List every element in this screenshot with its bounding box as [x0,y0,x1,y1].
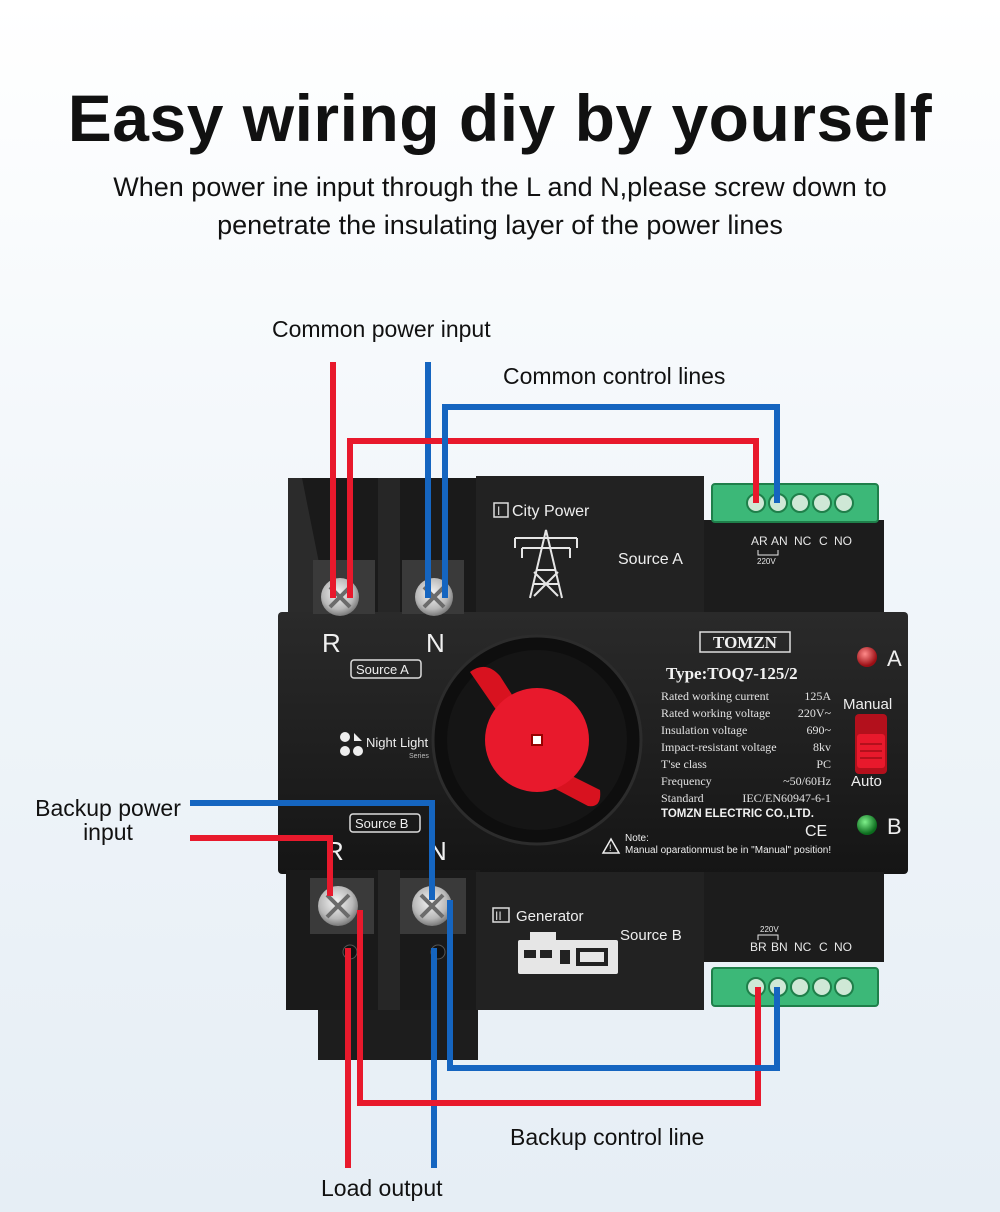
load-output-label: Load output [321,1175,443,1201]
wire-backup-control-blue [447,900,780,1071]
source-b-label: Source B [620,927,682,944]
spec-value: PC [816,757,831,771]
spec-value: ~50/60Hz [783,774,831,788]
top-terminal-label: AN [771,534,788,548]
generator-icon [518,932,618,974]
mode-toggle-switch[interactable] [855,714,887,774]
spec-table: Rated working current 125A Rated working… [661,689,832,805]
spec-label: T'se class [661,757,707,771]
manual-label: Manual [843,696,892,713]
source-a-label: Source A [618,551,683,568]
top-terminal-voltage: 220V [757,557,776,566]
generator-section: II Generator Source B [492,907,682,974]
wire-common-control-blue [442,404,780,598]
series-text: Series [409,753,429,760]
warning-icon [601,837,621,854]
indicator-a-label: A [887,646,902,671]
bottom-terminal-label: NO [834,940,852,954]
spec-value: 8kv [813,740,831,754]
backup-power-input-line-1: Backup power [35,795,181,821]
source-a-tag: Source A [350,659,422,679]
bottom-terminal-label: BR [750,940,767,954]
wire-common-control-red [347,438,759,598]
night-light-logo: Night Light Series [340,732,429,760]
night-light-icon [340,732,350,742]
generator-label: Generator [516,908,584,925]
city-power-section: I City Power Source A [493,502,683,599]
bottom-terminal-label: C [819,940,828,954]
bottom-terminal-labels: 220V BR BN NC C NO [750,925,852,954]
svg-text:!: ! [609,843,612,853]
terminal-r-label-top: R [322,628,341,658]
backup-control-line-label: Backup control line [510,1124,705,1150]
rotary-switch[interactable] [431,634,643,846]
terminal-r-top[interactable] [313,560,375,616]
spec-label: Rated working voltage [661,706,770,720]
backup-power-input-label: Backup power input [28,796,188,844]
subtitle-line-2: penetrate the insulating layer of the po… [217,210,783,240]
terminal-n-bottom[interactable] [400,878,466,934]
indicator-b-led [857,815,877,835]
spec-label: Frequency [661,774,712,788]
spec-value: 220V~ [798,706,832,720]
brand-logo: TOMZN [713,633,778,652]
top-control-terminal-block[interactable] [711,483,879,523]
generator-roman: II [495,909,502,923]
spec-value: 125A [804,689,831,703]
indicator-b-label: B [887,814,902,839]
common-power-input-label: Common power input [272,316,491,342]
top-terminal-labels: AR AN NC C NO 220V [751,534,852,566]
bottom-terminal-voltage: 220V [760,925,779,934]
terminal-n-top[interactable] [402,560,464,616]
spec-value: IEC/EN60947-6-1 [742,791,831,805]
wire-backup-input-blue [190,800,435,900]
ce-mark: CE [805,823,827,840]
city-power-label: City Power [512,503,590,520]
bottom-control-terminal-block[interactable] [711,967,879,1007]
indicator-a-led [857,647,877,667]
top-terminal-label: C [819,534,828,548]
wires [190,362,780,1168]
backup-power-input-line-2: input [83,819,133,845]
top-terminal-label: NC [794,534,812,548]
manufacturer: TOMZN ELECTRIC CO.,LTD. [661,808,814,820]
top-module [476,476,704,616]
terminal-n-label-top: N [426,628,445,658]
source-a-tag-text: Source A [356,662,409,677]
spec-label: Impact-resistant voltage [661,740,777,754]
night-light-text: Night Light [366,735,429,750]
top-terminal-label: NO [834,534,852,548]
spec-label: Standard [661,791,704,805]
spec-label: Rated working current [661,689,770,703]
note-title: Note: [625,833,649,844]
page-subtitle: When power ine input through the L and N… [60,168,940,244]
source-b-tag: Source B [349,813,421,833]
auto-label: Auto [851,773,882,790]
city-power-roman: I [497,504,500,518]
bottom-terminal-label: BN [771,940,788,954]
spec-label: Insulation voltage [661,723,747,737]
subtitle-line-1: When power ine input through the L and N… [113,172,887,202]
label-plate: TOMZN Type:TOQ7-125/2 Rated working curr… [601,631,832,856]
bottom-terminal-label: NC [794,940,812,954]
power-tower-icon [514,529,578,599]
source-b-tag-text: Source B [355,816,408,831]
wire-backup-input-red [190,835,333,896]
note-text: Manual oparationmust be in "Manual" posi… [625,845,831,856]
top-terminal-label: AR [751,534,768,548]
terminal-r-bottom[interactable] [310,878,374,934]
device-type: Type:TOQ7-125/2 [666,664,798,683]
page-title: Easy wiring diy by yourself [67,81,933,155]
wire-backup-control-red [357,910,761,1106]
spec-value: 690~ [807,723,832,737]
common-control-lines-label: Common control lines [503,363,726,389]
